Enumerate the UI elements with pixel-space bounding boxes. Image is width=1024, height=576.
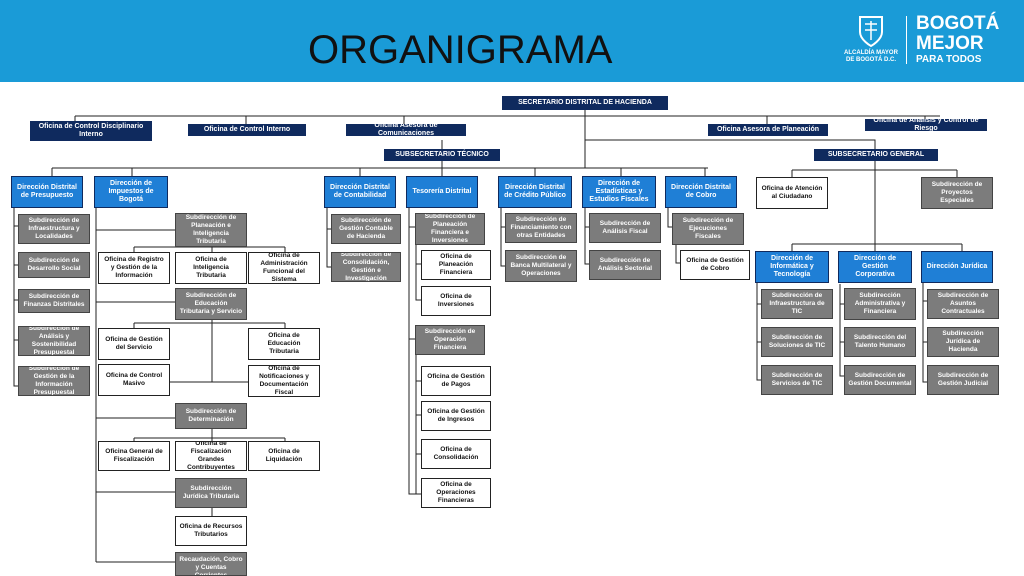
staff-planeacion: Oficina Asesora de Planeación bbox=[708, 124, 828, 136]
brand-line-3: PARA TODOS bbox=[916, 54, 982, 65]
of-gestion-cobro: Oficina de Gestión de Cobro bbox=[680, 250, 750, 280]
of-control-masivo: Oficina de Control Masivo bbox=[98, 364, 170, 396]
of-grandes-contribuyentes: Oficina de Fiscalización Grandes Contrib… bbox=[175, 441, 247, 471]
sub-desarrollo-social: Subdirección de Desarrollo Social bbox=[18, 252, 90, 278]
sub-infraestructura-localidades: Subdirección de Infraestructura y Locali… bbox=[18, 214, 90, 244]
sub-juridica-tributaria: Subdirección Jurídica Tributaria bbox=[175, 478, 247, 508]
of-inversiones: Oficina de Inversiones bbox=[421, 286, 491, 316]
alcaldia-label: ALCALDÍA MAYOR DE BOGOTÁ D.C. bbox=[844, 50, 898, 63]
sub-analisis-sectorial: Subdirección de Análisis Sectorial bbox=[589, 250, 661, 280]
sub-asuntos-contractuales: Subdirección de Asuntos Contractuales bbox=[927, 289, 999, 319]
of-atencion-ciudadano: Oficina de Atención al Ciudadano bbox=[756, 177, 828, 209]
dir-estadisticas: Dirección de Estadísticas y Estudios Fis… bbox=[582, 176, 656, 208]
staff-comunicaciones: Oficina Asesora de Comunicaciones bbox=[346, 124, 466, 136]
secretario-box: SECRETARIO DISTRITAL DE HACIENDA bbox=[502, 96, 668, 110]
sub-analisis-presupuestal: Subdirección de Análisis y Sostenibilida… bbox=[18, 326, 90, 356]
brand-line-2: MEJOR bbox=[916, 33, 984, 54]
dir-juridica: Dirección Jurídica bbox=[921, 251, 993, 283]
dir-tesoreria: Tesorería Distrital bbox=[406, 176, 478, 208]
of-notificaciones: Oficina de Notificaciones y Documentació… bbox=[248, 365, 320, 397]
of-gestion-pagos: Oficina de Gestión de Pagos bbox=[421, 366, 491, 396]
sub-finanzas-distritales: Subdirección de Finanzas Distritales bbox=[18, 289, 90, 313]
of-fiscalizacion: Oficina General de Fiscalización bbox=[98, 441, 170, 471]
sub-planeacion-inteligencia: Subdirección de Planeación e Inteligenci… bbox=[175, 213, 247, 247]
sub-gestion-judicial: Subdirección de Gestión Judicial bbox=[927, 365, 999, 395]
sub-informacion-presupuestal: Subdirección de Gestión de la Informació… bbox=[18, 366, 90, 396]
logo-divider bbox=[906, 16, 907, 64]
sub-operacion-financiera: Subdirección de Operación Financiera bbox=[415, 325, 485, 355]
sub-financiamiento-entidades: Subdirección de Financiamiento con otras… bbox=[505, 213, 577, 243]
of-liquidacion: Oficina de Liquidación bbox=[248, 441, 320, 471]
sub-gestion-documental: Subdirección de Gestión Documental bbox=[844, 365, 916, 395]
dir-gestion-corporativa: Dirección de Gestión Corporativa bbox=[838, 251, 912, 283]
sub-recaudacion-cobro: Subdirección de Recaudación, Cobro y Cue… bbox=[175, 552, 247, 576]
sub-educacion-tributaria: Subdirección de Educación Tributaria y S… bbox=[175, 288, 247, 320]
of-inteligencia-tributaria: Oficina de Inteligencia Tributaria bbox=[175, 252, 247, 284]
of-educacion-tributaria: Oficina de Educación Tributaria bbox=[248, 328, 320, 360]
of-planeacion-financiera: Oficina de Planeación Financiera bbox=[421, 250, 491, 280]
of-registro-informacion: Oficina de Registro y Gestión de la Info… bbox=[98, 252, 170, 284]
sub-planeacion-financiera: Subdirección de Planeación Financiera e … bbox=[415, 213, 485, 245]
sub-gestion-contable: Subdirección de Gestión Contable de Haci… bbox=[331, 214, 401, 244]
subsecretario-tecnico-box: SUBSECRETARIO TÉCNICO bbox=[384, 149, 500, 161]
brand-line-1: BOGOTÁ bbox=[916, 13, 1000, 34]
sub-infraestructura-tic: Subdirección de Infraestructura de TIC bbox=[761, 289, 833, 319]
dir-informatica: Dirección de Informática y Tecnología bbox=[755, 251, 829, 283]
sub-consolidacion-investigacion: Subdirección de Consolidación, Gestión e… bbox=[331, 252, 401, 282]
sub-servicios-tic: Subdirección de Servicios de TIC bbox=[761, 365, 833, 395]
of-gestion-ingresos: Oficina de Gestión de Ingresos bbox=[421, 401, 491, 431]
staff-control-interno: Oficina de Control Interno bbox=[188, 124, 306, 136]
dir-cobro: Dirección Distrital de Cobro bbox=[665, 176, 737, 208]
of-recursos-tributarios: Oficina de Recursos Tributarios bbox=[175, 516, 247, 546]
sub-administrativa-financiera: Subdirección Administrativa y Financiera bbox=[844, 288, 916, 320]
page-title: ORGANIGRAMA bbox=[308, 28, 613, 72]
staff-analisis-riesgo: Oficina de Análisis y Control de Riesgo bbox=[865, 119, 987, 131]
sub-analisis-fiscal: Subdirección de Análisis Fiscal bbox=[589, 213, 661, 243]
sub-juridica-hacienda: Subdirección Jurídica de Hacienda bbox=[927, 327, 999, 357]
dir-impuestos: Dirección de Impuestos de Bogotá bbox=[94, 176, 168, 208]
sub-talento-humano: Subdirección del Talento Humano bbox=[844, 327, 916, 357]
coat-of-arms-icon bbox=[859, 16, 883, 48]
dir-presupuesto: Dirección Distrital de Presupuesto bbox=[11, 176, 83, 208]
sub-proyectos-especiales: Subdirección de Proyectos Especiales bbox=[921, 177, 993, 209]
header-bar: ORGANIGRAMA ALCALDÍA MAYOR DE BOGOTÁ D.C… bbox=[0, 0, 1024, 82]
sub-soluciones-tic: Subdirección de Soluciones de TIC bbox=[761, 327, 833, 357]
of-operaciones-financieras: Oficina de Operaciones Financieras bbox=[421, 478, 491, 508]
of-gestion-servicio: Oficina de Gestión del Servicio bbox=[98, 328, 170, 360]
bogota-logo: ALCALDÍA MAYOR DE BOGOTÁ D.C. BOGOTÁ MEJ… bbox=[840, 12, 1016, 70]
of-consolidacion: Oficina de Consolidación bbox=[421, 439, 491, 469]
subsecretario-general-box: SUBSECRETARIO GENERAL bbox=[814, 149, 938, 161]
sub-determinacion: Subdirección de Determinación bbox=[175, 403, 247, 429]
dir-credito: Dirección Distrital de Crédito Público bbox=[498, 176, 572, 208]
staff-control-disciplinario: Oficina de Control Disciplinario Interno bbox=[30, 121, 152, 141]
dir-contabilidad: Dirección Distrital de Contabilidad bbox=[324, 176, 396, 208]
sub-banca-multilateral: Subdirección de Banca Multilateral y Ope… bbox=[505, 250, 577, 282]
of-administracion-sistema: Oficina de Administración Funcional del … bbox=[248, 252, 320, 284]
sub-ejecuciones-fiscales: Subdirección de Ejecuciones Fiscales bbox=[672, 213, 744, 245]
